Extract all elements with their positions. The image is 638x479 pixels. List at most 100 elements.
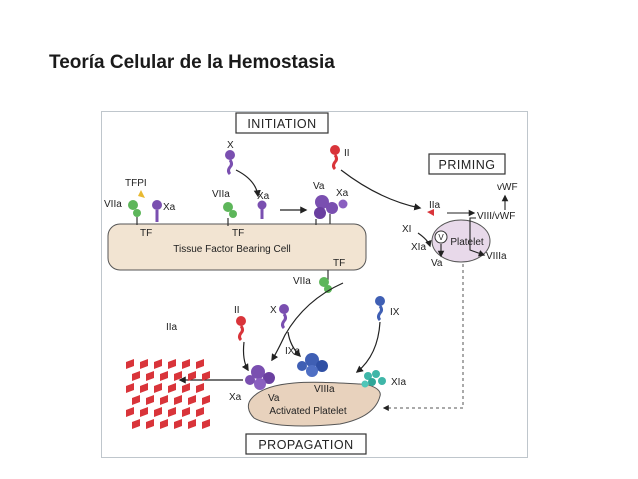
ixa-label: IXa [285,346,300,357]
tf-left-label: TF [140,228,152,239]
thrombin-molecule-icon [154,407,162,417]
xa-top-icon [338,199,348,209]
x-top-label: X [227,140,234,151]
thrombin-molecule-icon [146,419,154,429]
thrombin-molecule-icon [182,407,190,417]
ix-prop-icon [375,296,385,306]
thrombin-molecule-icon [174,371,182,381]
thrombin-molecule-icon [160,371,168,381]
xa-mid-label: Xa [257,191,270,202]
iia-prop-label: IIa [166,322,178,333]
va-prop-label: Va [268,393,280,404]
propagation-label: PROPAGATION [258,438,353,452]
viii-vwf-label: VIII/vWF [477,211,515,222]
factor-x-icon [225,150,235,160]
viia-mid-label: VIIa [212,189,230,200]
va-top-icon [315,195,329,209]
thrombin-molecule-icon [188,395,196,405]
factor-ii-icon [330,145,340,155]
viia-left-label: VIIa [104,199,122,210]
tfpi-label: TFPI [125,178,147,189]
ii-top-label: II [344,148,350,159]
va-top-label: Va [313,181,325,192]
xi-label: XI [402,224,411,235]
thrombin-molecule-icon [140,407,148,417]
thrombin-molecule-icon [154,359,162,369]
iia-priming-icon [427,209,434,216]
thrombin-molecule-icon [126,383,134,393]
xia-prop-icon [364,372,372,380]
thrombin-molecule-icon [202,419,210,429]
priming-label: PRIMING [439,158,496,172]
xa-left-icon [152,200,162,210]
tf-low-label: TF [333,258,345,269]
viiia-prop-label: VIIIa [314,384,335,395]
thrombin-molecule-icon [182,383,190,393]
thrombin-molecule-icon [202,371,210,381]
tfpi-complex: TFPI VIIa Xa TF [104,178,176,239]
thrombin-generation: II [330,145,422,211]
propagation-zymogens: II X IX [178,282,400,384]
viiia-priming-label: VIIIa [486,251,507,262]
viia-low-label: VIIa [293,276,311,287]
thrombin-molecule-icon [126,359,134,369]
thrombin-molecule-icon [132,395,140,405]
thrombin-molecule-icon [168,359,176,369]
slide-title: Teoría Celular de la Hemostasia [49,52,335,73]
thrombin-molecule-icon [160,395,168,405]
viia-left-icon [128,200,138,210]
thrombin-molecule-icon [188,419,196,429]
thrombin-molecule-icon [154,383,162,393]
xa-left-label: Xa [163,202,176,213]
viia-low-icon [319,277,329,287]
initiation-box: INITIATION [235,112,329,134]
propagation-complexes: IIa IXa Xa Va VIIIa XIa [166,322,406,404]
activated-platelet: Activated Platelet [247,381,381,427]
platelet-label: Platelet [450,237,484,248]
ix-prop-label: IX [390,307,400,318]
thrombin-molecule-icon [140,383,148,393]
xa-mid-icon [257,200,267,210]
priming-box: PRIMING [428,153,506,175]
xa-prop-label: Xa [229,392,242,403]
priming-reactions: IIa vWF VIII/vWF VIIIa XI XIa Va [382,182,518,411]
iia-priming-label: IIa [429,200,441,211]
thrombin-molecule-icon [140,359,148,369]
propagation-box: PROPAGATION [245,433,367,455]
thrombin-molecule-icon [174,395,182,405]
thrombin-molecule-icon [146,395,154,405]
factor-x-activation: X VIIa TF Xa [212,140,308,239]
v-circle-label: V [438,233,444,242]
thrombin-molecule-icon [132,371,140,381]
thrombin-molecule-icon [146,371,154,381]
thrombin-molecule-icon [202,395,210,405]
xia-prop-label: XIa [391,377,406,388]
tenase-icon [305,353,319,367]
tissue-factor-cell-label: Tissue Factor Bearing Cell [173,244,290,255]
thrombin-molecule-icon [182,359,190,369]
thrombin-molecule-icon [132,419,140,429]
tf-mid-label: TF [232,228,244,239]
thrombin-molecule-icon [188,371,196,381]
thrombin-molecule-icon [126,407,134,417]
tissue-factor-cell: Tissue Factor Bearing Cell [107,223,367,271]
viia-mid-icon [223,202,233,212]
thrombin-molecule-icon [168,383,176,393]
activated-platelet-label: Activated Platelet [269,406,346,417]
thrombin-molecule-icon [160,419,168,429]
thrombin-burst [126,359,210,429]
x-prop-label: X [270,305,277,316]
thrombin-molecule-icon [174,419,182,429]
xia-label: XIa [411,242,426,253]
tf-viia-lower: TF VIIa [293,258,345,293]
prothrombinase-initiation: Va Xa [313,181,349,225]
thrombin-molecule-icon [196,359,204,369]
x-prop-icon [279,304,289,314]
xa-top-label: Xa [336,188,349,199]
ii-prop-icon [236,316,246,326]
thrombin-molecule-icon [196,383,204,393]
tfpi-icon [138,190,145,198]
thrombin-molecule-icon [168,407,176,417]
ii-prop-label: II [234,305,240,316]
